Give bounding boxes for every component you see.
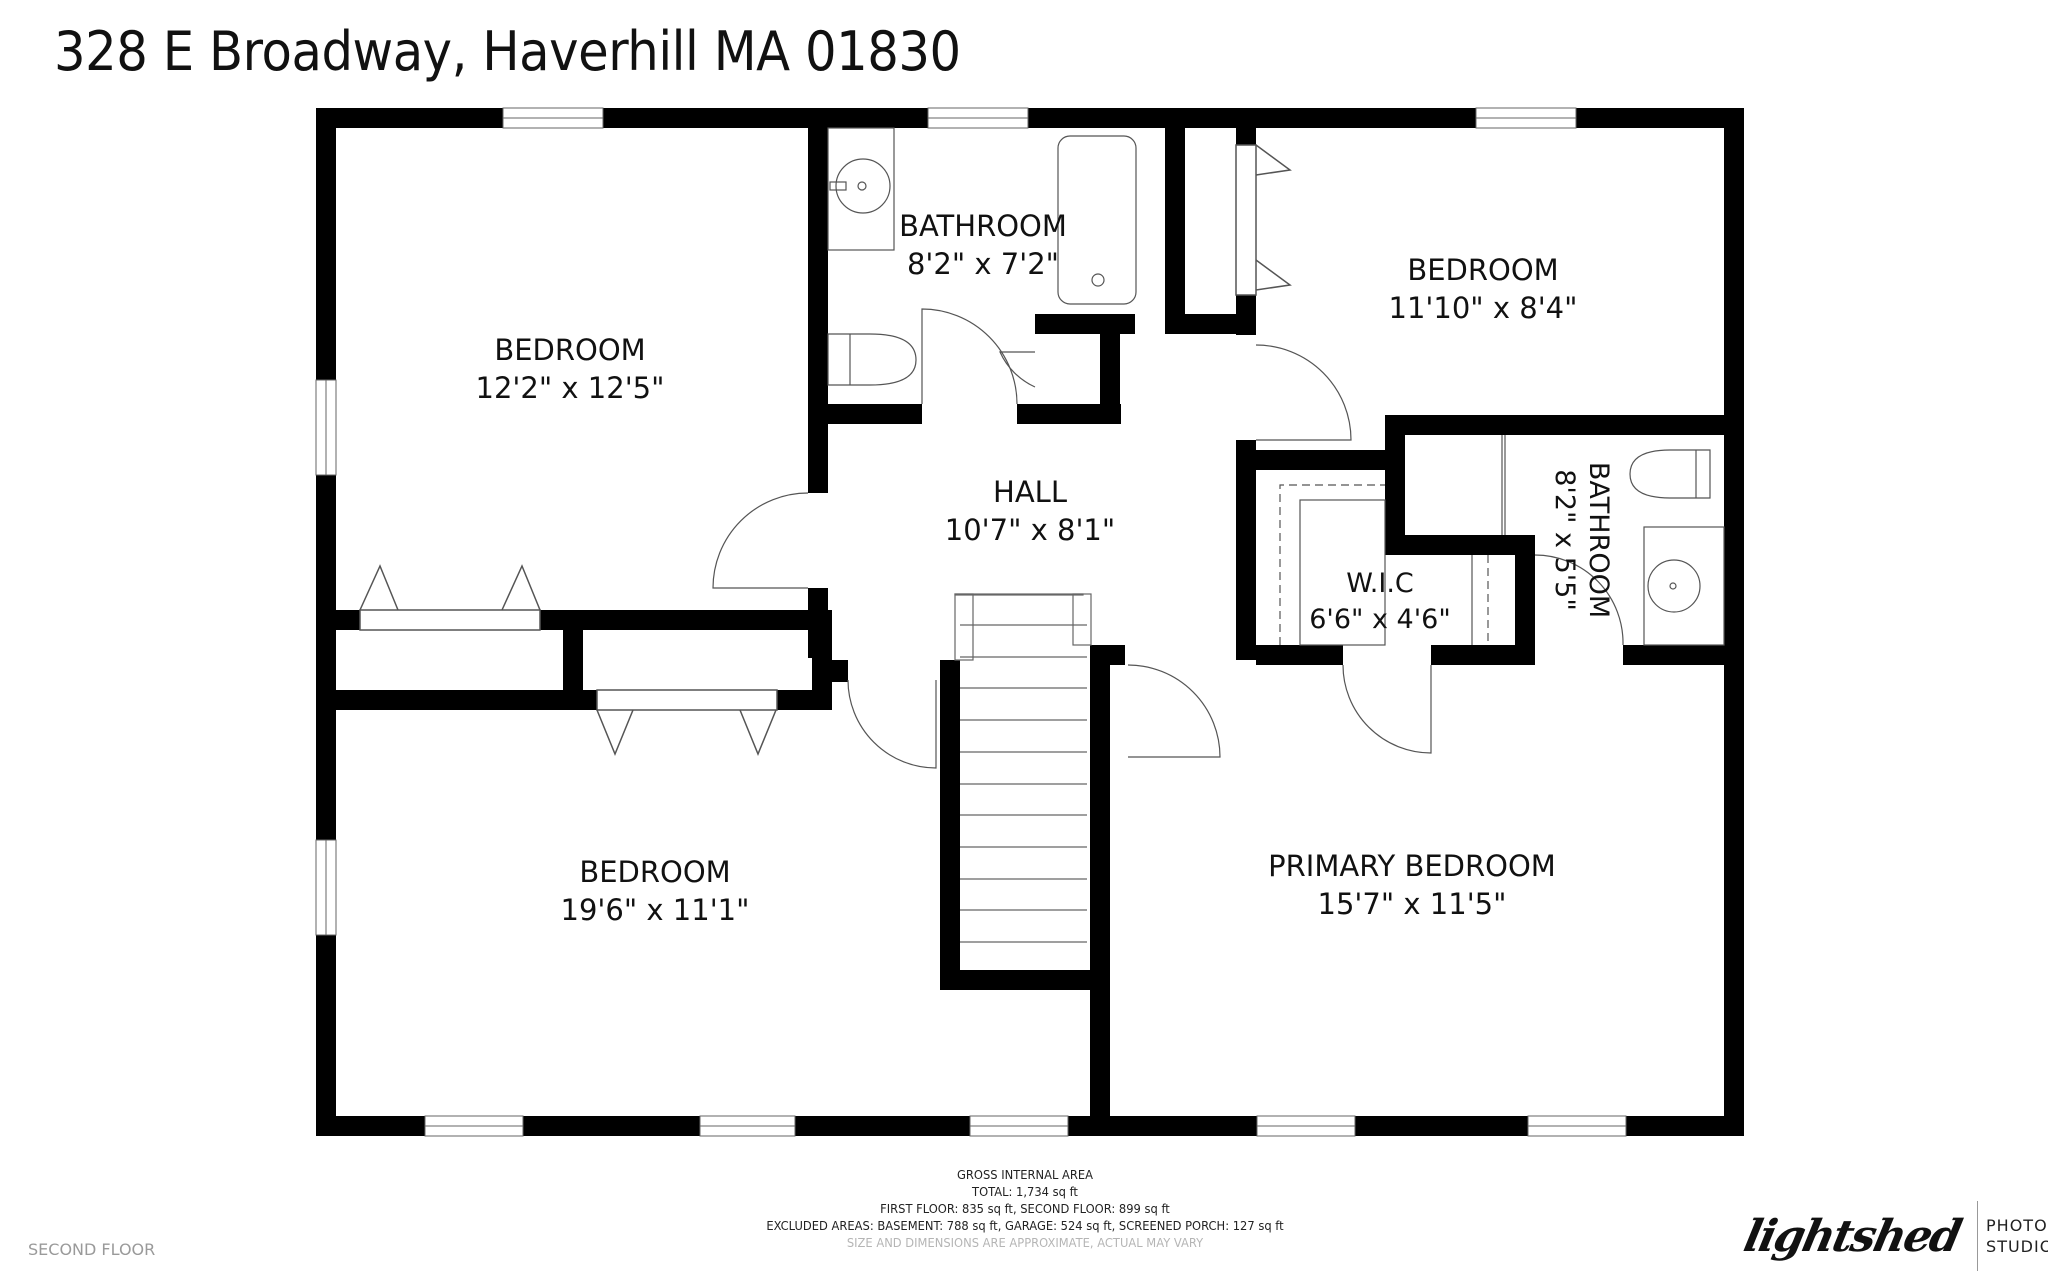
fixtures (827, 127, 1725, 646)
disclaimer: SIZE AND DIMENSIONS ARE APPROXIMATE, ACT… (846, 1235, 1204, 1250)
toilet-icon (827, 333, 917, 386)
room-name: W.I.C (1346, 568, 1414, 599)
room-name: BATHROOM (899, 209, 1067, 243)
sink-icon (1647, 559, 1701, 613)
room-dimensions: 6'6" x 4'6" (1309, 604, 1451, 635)
logo-divider (1977, 1201, 1979, 1271)
vanity (1643, 526, 1725, 646)
sink-icon (835, 158, 891, 214)
area-excluded: EXCLUDED AREAS: BASEMENT: 788 sq ft, GAR… (766, 1218, 1284, 1233)
toilet-icon (1629, 449, 1711, 499)
room-dimensions: 10'7" x 8'1" (945, 513, 1115, 547)
exterior-wall-right (1724, 108, 1744, 1136)
room-dimensions: 11'10" x 8'4" (1389, 291, 1578, 325)
logo-text: PHOTOGRAPHY STUDIO (1986, 1215, 2048, 1257)
area-total: TOTAL: 1,734 sq ft (972, 1184, 1078, 1199)
room-labels: BEDROOM 12'2" x 12'5" BATHROOM 8'2" x 7'… (476, 209, 1614, 927)
room-dimensions: 8'2" x 7'2" (907, 247, 1059, 281)
exterior-wall-left (316, 108, 336, 1136)
staircase (954, 593, 1092, 943)
room-name: BATHROOM (1583, 462, 1614, 618)
bathtub-icon (1057, 135, 1137, 305)
room-dimensions: 15'7" x 11'5" (1318, 887, 1507, 921)
logo-line1: PHOTOGRAPHY (1986, 1216, 2048, 1235)
room-dimensions: 12'2" x 12'5" (476, 371, 665, 405)
room-name: BEDROOM (494, 333, 645, 367)
room-name: BEDROOM (1407, 253, 1558, 287)
doors (712, 308, 1624, 769)
exterior-wall-top (316, 108, 1744, 128)
area-floors: FIRST FLOOR: 835 sq ft, SECOND FLOOR: 89… (880, 1201, 1170, 1216)
room-dimensions: 19'6" x 11'1" (561, 893, 750, 927)
studio-logo: lightshed PHOTOGRAPHY STUDIO (1740, 1196, 2048, 1276)
room-name: PRIMARY BEDROOM (1268, 849, 1556, 883)
logo-line2: STUDIO (1986, 1237, 2048, 1256)
vanity (827, 127, 895, 251)
floor-label: SECOND FLOOR (28, 1240, 156, 1259)
room-name: BEDROOM (579, 855, 730, 889)
room-dimensions: 8'2" x 5'5" (1549, 469, 1580, 611)
logo-script: lightshed (1739, 1210, 1965, 1262)
room-name: HALL (993, 475, 1067, 509)
area-summary: GROSS INTERNAL AREA TOTAL: 1,734 sq ft F… (726, 1166, 1324, 1251)
area-heading: GROSS INTERNAL AREA (956, 1167, 1094, 1182)
property-address: 328 E Broadway, Haverhill MA 01830 (54, 20, 961, 83)
bifold-doors (359, 144, 1292, 756)
